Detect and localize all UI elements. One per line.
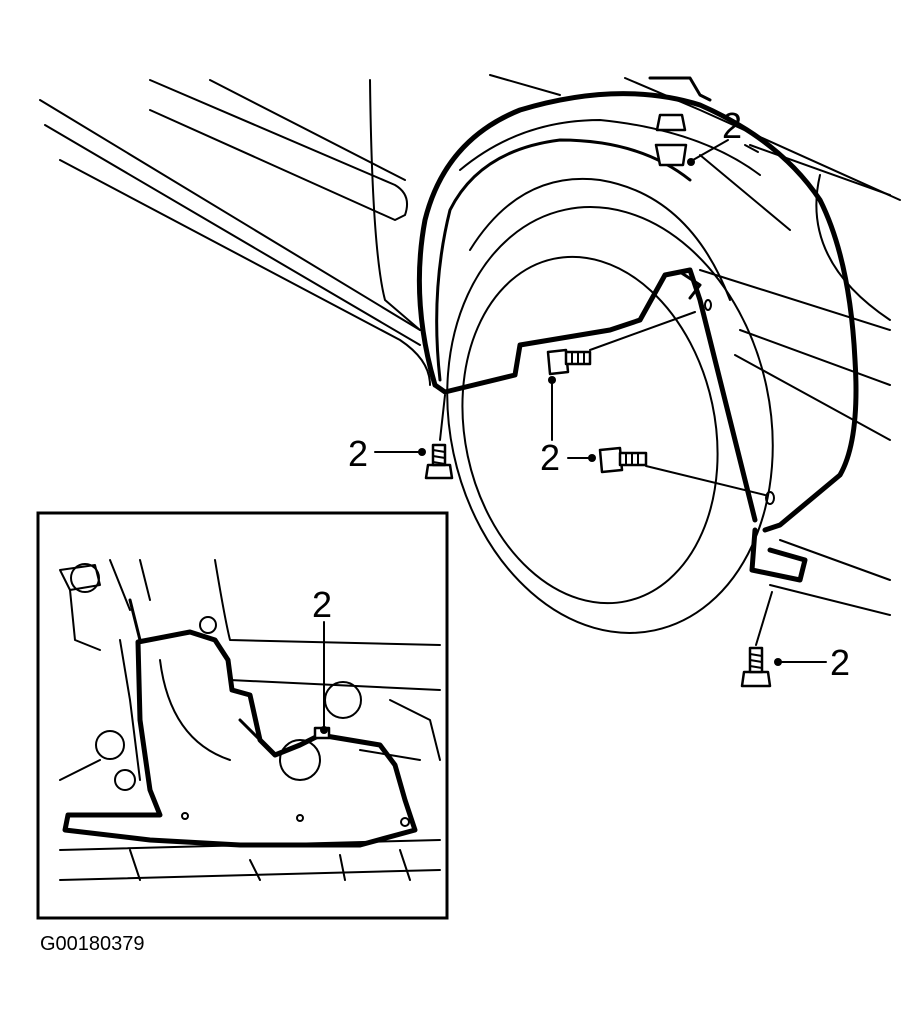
inset-callout-label: 2 [312, 584, 332, 625]
callout-label: 2 [830, 642, 850, 683]
callout-bottom-right: 2 [774, 642, 850, 683]
fastener-center-upper [546, 348, 592, 376]
tire [446, 177, 774, 634]
inset-detail: 2 [36, 511, 449, 920]
fastener-center-lower [598, 446, 648, 474]
callout-center-upper [548, 376, 556, 441]
fastener-bottom-right [740, 646, 772, 688]
callout-left-fastener: 2 [348, 433, 426, 474]
wheelhouse-liner [416, 76, 859, 583]
callout-top-right: 2 [687, 105, 742, 166]
callout-label: 2 [722, 105, 742, 146]
fastener-left [424, 443, 454, 480]
callout-label: 2 [540, 437, 560, 478]
figure-id: G00180379 [40, 933, 145, 955]
fastener-lines [439, 311, 773, 646]
callout-label: 2 [348, 433, 368, 474]
callout-center-lower: 2 [540, 437, 596, 478]
